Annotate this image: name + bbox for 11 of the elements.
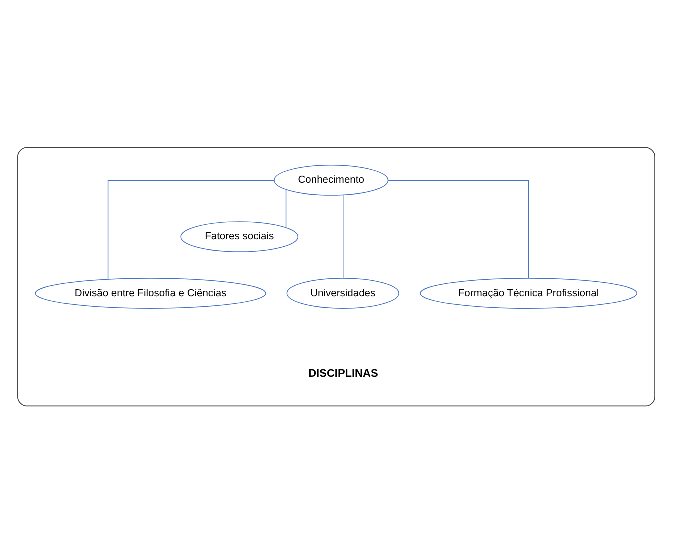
connector [286,188,287,228]
connector [388,180,530,278]
node-ellipse: Divisão entre Filosofia e Ciências [35,278,266,308]
connector [342,194,344,278]
node-ellipse: Formação Técnica Profissional [420,278,638,308]
connector [108,180,275,280]
node-ellipse: Conhecimento [274,164,389,196]
node-ellipse: Fatores sociais [180,221,299,252]
cluster [18,146,656,406]
node-ellipse: Universidades [286,278,400,308]
label: DISCIPLINAS [308,368,378,380]
